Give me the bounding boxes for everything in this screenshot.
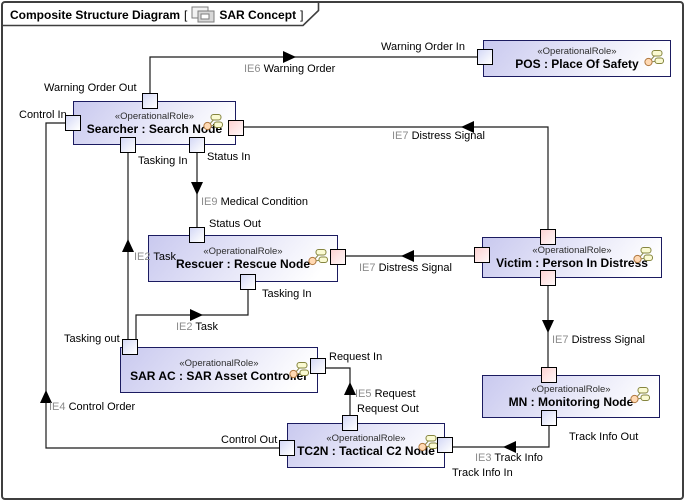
port-sarac-request-in[interactable] xyxy=(310,358,326,374)
role-box-mn[interactable]: «OperationalRole» MN : Monitoring Node xyxy=(482,375,660,418)
port-mn-distress-in[interactable] xyxy=(541,367,557,383)
stereotype-label: «OperationalRole» xyxy=(537,46,617,57)
flow-id: IE7 xyxy=(359,262,376,274)
flow-label-ie4[interactable]: IE4 Control Order xyxy=(49,401,135,413)
port-tc2n-control-out[interactable] xyxy=(279,440,295,456)
stereotype-label: «OperationalRole» xyxy=(326,433,406,444)
flow-id: IE7 xyxy=(552,334,569,346)
port-label-request-out[interactable]: Request Out xyxy=(357,403,419,415)
flow-label-ie3[interactable]: IE3 Track Info xyxy=(475,452,543,464)
flow-id: IE2 xyxy=(176,321,193,333)
flow-name: Request xyxy=(374,388,416,400)
role-icon xyxy=(289,362,309,379)
port-searcher-tasking-in[interactable] xyxy=(120,137,136,153)
port-label-control-in[interactable]: Control In xyxy=(19,109,67,121)
port-label-track-info-in[interactable]: Track Info In xyxy=(452,467,513,479)
port-searcher-status-in[interactable] xyxy=(189,137,205,153)
role-icon xyxy=(203,114,223,131)
flow-id: IE2 xyxy=(134,251,151,263)
stereotype-label: «OperationalRole» xyxy=(532,245,612,256)
role-box-tc2n[interactable]: «OperationalRole» TC2N : Tactical C2 Nod… xyxy=(287,423,445,468)
port-victim-distress-top[interactable] xyxy=(540,229,556,245)
role-box-pos[interactable]: «OperationalRole» POS : Place Of Safety xyxy=(483,40,671,77)
port-searcher-warning-order-out[interactable] xyxy=(142,93,158,109)
flow-label-ie9[interactable]: IE9 Medical Condition xyxy=(201,196,308,208)
flow-name: Warning Order xyxy=(263,63,336,75)
role-name: Rescuer : Rescue Node xyxy=(175,257,311,271)
role-name: POS : Place Of Safety xyxy=(515,57,639,71)
port-rescuer-tasking-in[interactable] xyxy=(240,274,256,290)
port-label-request-in[interactable]: Request In xyxy=(329,351,383,363)
role-name: Searcher : Search Node xyxy=(86,121,223,136)
role-name: Victim : Person In Distress xyxy=(496,256,648,270)
stereotype-label: «OperationalRole» xyxy=(531,384,611,395)
flow-name: Task xyxy=(195,321,218,333)
port-victim-distress-left[interactable] xyxy=(474,247,490,263)
port-label-warning-order-out[interactable]: Warning Order Out xyxy=(44,82,137,94)
port-rescuer-status-out[interactable] xyxy=(189,227,205,243)
flow-name: Medical Condition xyxy=(220,196,309,208)
flow-id: IE5 xyxy=(355,388,372,400)
flow-label-ie2-searcher[interactable]: IE2 Task xyxy=(134,251,176,263)
diagram-header: Composite Structure Diagram [ SAR Concep… xyxy=(10,6,303,23)
bracket-close: ] xyxy=(300,7,304,22)
port-label-tasking-in-rescuer[interactable]: Tasking In xyxy=(262,288,312,300)
flow-name: Distress Signal xyxy=(571,334,645,346)
bracket-open: [ xyxy=(184,7,188,22)
port-label-tasking-in-searcher[interactable]: Tasking In xyxy=(138,155,188,167)
flow-name: Distress Signal xyxy=(378,262,452,274)
flow-name: Track Info xyxy=(494,452,543,464)
role-box-sarac[interactable]: «OperationalRole» SAR AC : SAR Asset Con… xyxy=(120,347,318,393)
port-sarac-tasking-out[interactable] xyxy=(122,339,138,355)
port-mn-track-info-out[interactable] xyxy=(541,410,557,426)
flow-label-ie7-mn[interactable]: IE7 Distress Signal xyxy=(552,334,645,346)
composite-diagram-icon xyxy=(191,6,215,23)
role-name: MN : Monitoring Node xyxy=(508,395,634,409)
port-tc2n-track-info-in[interactable] xyxy=(437,437,453,453)
port-label-tasking-out[interactable]: Tasking out xyxy=(64,333,120,345)
role-icon xyxy=(418,435,438,452)
role-name: TC2N : Tactical C2 Node xyxy=(297,444,435,458)
role-box-victim[interactable]: «OperationalRole» Victim : Person In Dis… xyxy=(482,237,662,278)
stereotype-label: «OperationalRole» xyxy=(203,246,283,257)
port-label-status-in[interactable]: Status In xyxy=(207,151,251,163)
flow-name: Control Order xyxy=(68,401,136,413)
flow-label-ie7-rescuer[interactable]: IE7 Distress Signal xyxy=(359,262,452,274)
port-tc2n-request-out[interactable] xyxy=(342,415,358,431)
role-icon xyxy=(630,387,650,404)
flow-id: IE3 xyxy=(475,452,492,464)
flow-id: IE6 xyxy=(244,63,261,75)
flow-id: IE4 xyxy=(49,401,66,413)
flow-label-ie5[interactable]: IE5 Request xyxy=(355,388,416,400)
flow-id: IE7 xyxy=(392,130,409,142)
stereotype-label: «OperationalRole» xyxy=(179,357,259,369)
port-label-track-info-out[interactable]: Track Info Out xyxy=(569,431,639,443)
flow-label-ie7-searcher[interactable]: IE7 Distress Signal xyxy=(392,130,485,142)
diagram-type-label: Composite Structure Diagram xyxy=(10,7,181,22)
role-icon xyxy=(633,247,653,264)
flow-label-ie6[interactable]: IE6 Warning Order xyxy=(244,63,335,75)
role-name: SAR AC : SAR Asset Controller xyxy=(130,368,308,383)
port-victim-distress-bottom[interactable] xyxy=(540,270,556,286)
port-searcher-control-in[interactable] xyxy=(65,115,81,131)
port-label-warning-order-in[interactable]: Warning Order In xyxy=(381,41,465,53)
diagram-name-label: SAR Concept xyxy=(219,7,297,22)
flow-id: IE9 xyxy=(201,196,218,208)
stereotype-label: «OperationalRole» xyxy=(114,110,195,122)
flow-name: Distress Signal xyxy=(411,130,485,142)
port-searcher-distress-in[interactable] xyxy=(228,120,244,136)
flow-name: Task xyxy=(153,251,176,263)
role-icon xyxy=(644,50,664,67)
role-icon xyxy=(308,249,328,266)
port-rescuer-distress-in[interactable] xyxy=(330,249,346,265)
flow-label-ie2-rescuer[interactable]: IE2 Task xyxy=(176,321,218,333)
port-label-control-out[interactable]: Control Out xyxy=(221,434,278,446)
port-label-status-out[interactable]: Status Out xyxy=(209,218,261,230)
port-pos-warning-order-in[interactable] xyxy=(477,49,493,65)
